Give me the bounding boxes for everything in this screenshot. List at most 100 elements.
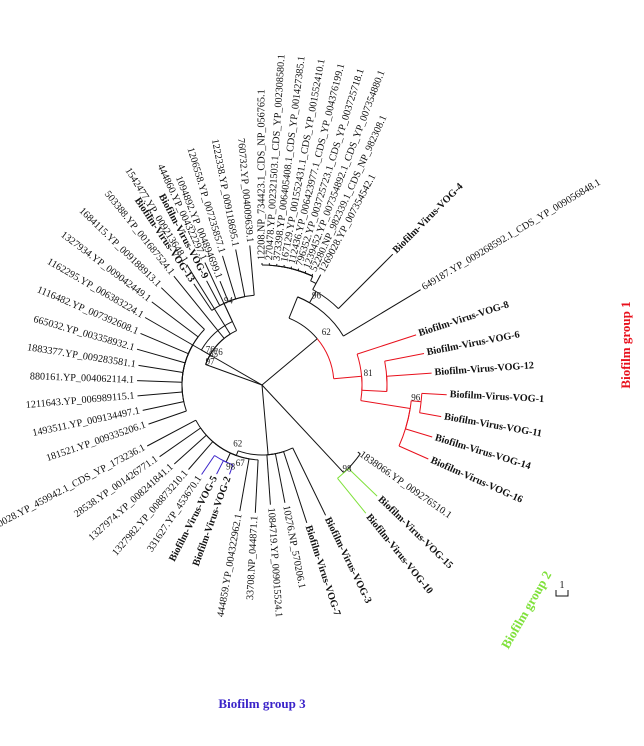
branch-n1 bbox=[261, 338, 318, 386]
leaf-label: 1084719.YP_009015524.1 bbox=[265, 507, 284, 617]
branch-leaf-29 bbox=[201, 455, 215, 475]
branch-r3-arc bbox=[360, 376, 363, 401]
leaf-label: Biofilm-Virus-VOG-1 bbox=[449, 389, 544, 405]
branch-leaf-12 bbox=[384, 353, 425, 362]
bootstrap-value: 96 bbox=[312, 290, 322, 300]
branch-n2 bbox=[288, 296, 299, 319]
branch-c6 bbox=[205, 364, 263, 386]
branch-leaf-13 bbox=[386, 372, 432, 377]
branch-r4 bbox=[411, 400, 422, 403]
branch-leaf-21-arc bbox=[268, 447, 293, 456]
branch-leaf-36 bbox=[137, 391, 183, 397]
branch-leaf-10 bbox=[343, 289, 421, 337]
branch-leaf-28 bbox=[216, 460, 224, 475]
bootstrap-value: 98 bbox=[343, 463, 353, 473]
leaf-label: 880161.YP_004062114.1 bbox=[30, 371, 135, 386]
branch-n4 bbox=[312, 283, 317, 290]
branch-leaf-17-arc bbox=[398, 408, 411, 447]
branch-n4-arc bbox=[312, 289, 317, 292]
branch-r1-arc bbox=[316, 338, 335, 379]
branch-leaf-43-arc bbox=[192, 329, 205, 346]
branch-leaf-29-arc bbox=[214, 455, 227, 463]
branch-c4-arc bbox=[237, 450, 269, 456]
leaf-label: 1211643.YP_006989115.1 bbox=[25, 391, 135, 411]
branch-leaf-7 bbox=[311, 273, 314, 277]
branch-leaf-27-arc bbox=[225, 461, 234, 466]
branch-leaf-9-arc bbox=[315, 291, 339, 309]
branch-leaf-46 bbox=[204, 262, 238, 331]
branch-leaf-45 bbox=[186, 264, 231, 335]
bootstrap-value: 67 bbox=[236, 458, 246, 468]
branch-leaf-26 bbox=[239, 458, 250, 512]
branch-c3 bbox=[261, 384, 269, 455]
bootstrap-value: 76 bbox=[214, 347, 224, 357]
branch-n2-arc bbox=[288, 317, 318, 340]
leaf-label: 10276.NP_570206.1 bbox=[280, 505, 307, 590]
branch-leaf-30 bbox=[188, 441, 214, 470]
branch-leaf-23-arc bbox=[268, 453, 276, 456]
branch-c9-arc bbox=[200, 321, 233, 351]
leaf-labels: 12208.NP_734423.1_CDS_NP_056765.1270478.… bbox=[0, 54, 603, 618]
branch-leaf-27 bbox=[229, 464, 234, 475]
branch-leaf-10-arc bbox=[297, 296, 344, 337]
branch-leaf-5 bbox=[297, 268, 300, 271]
branch-leaf-24 bbox=[266, 454, 271, 505]
branch-leaf-35 bbox=[142, 401, 184, 411]
branch-leaf-6-arc bbox=[304, 272, 313, 277]
leaf-label: 33708.NP_044871.1 bbox=[245, 516, 260, 601]
branch-n3 bbox=[309, 291, 317, 303]
branch-leaf-48 bbox=[206, 280, 221, 306]
branch-leaf-19-arc bbox=[343, 468, 349, 474]
leaf-label: Biofilm-Virus-VOG-4 bbox=[391, 181, 466, 256]
bootstrap-value: 62 bbox=[233, 439, 242, 449]
branch-leaf-40-arc bbox=[187, 344, 194, 354]
branch-leaf-43 bbox=[160, 287, 205, 330]
branch-leaf-34 bbox=[148, 410, 187, 425]
branch-c5 bbox=[225, 452, 231, 463]
group-label-3: Biofilm group 3 bbox=[218, 696, 306, 711]
branch-leaf-31 bbox=[173, 434, 207, 465]
branch-leaf-20 bbox=[337, 477, 367, 514]
leaf-label: Biofilm-Virus-VOG-6 bbox=[426, 329, 521, 358]
branch-n5 bbox=[310, 275, 314, 282]
branch-leaf-23 bbox=[274, 453, 286, 503]
branch-leaf-8 bbox=[315, 274, 322, 284]
branch-leaf-46-arc bbox=[205, 330, 237, 365]
scale-bar: 1 bbox=[555, 580, 569, 597]
branch-leaf-18 bbox=[357, 451, 361, 455]
branch-leaf-15 bbox=[419, 412, 442, 418]
branch-r3 bbox=[360, 400, 411, 409]
branch-leaf-52 bbox=[249, 245, 255, 296]
branch-leaf-15-arc bbox=[419, 401, 422, 413]
branch-leaf-32-arc bbox=[200, 427, 237, 456]
branch-r2 bbox=[361, 389, 387, 392]
branch-leaf-33 bbox=[146, 419, 197, 447]
branch-leaf-51 bbox=[235, 249, 246, 297]
branch-leaf-31-arc bbox=[205, 434, 237, 456]
leaf-label: 290028.YP_459942.1_CDS_YP_173236.1 bbox=[0, 442, 147, 534]
branch-leaf-25 bbox=[254, 459, 259, 513]
branch-leaf-19 bbox=[347, 468, 378, 497]
scale-bar-label: 1 bbox=[560, 580, 565, 591]
bootstrap-value: 94 bbox=[224, 295, 234, 305]
branch-leaf-38-arc bbox=[182, 344, 194, 373]
branch-leaf-52-arc bbox=[223, 294, 255, 304]
branch-leaf-14-arc bbox=[420, 393, 423, 402]
branch-leaf-40 bbox=[140, 332, 189, 355]
branch-leaf-39 bbox=[136, 348, 186, 364]
branch-c4 bbox=[235, 450, 239, 456]
branch-leaf-48-arc bbox=[219, 302, 225, 306]
branch-leaf-49 bbox=[219, 281, 229, 302]
branch-leaf-21 bbox=[292, 447, 327, 516]
bootstrap-value: 98 bbox=[226, 462, 236, 472]
branch-r4-arc bbox=[409, 400, 412, 409]
branch-leaf-22 bbox=[283, 451, 308, 524]
branch-leaf-32 bbox=[159, 427, 201, 458]
branch-leaf-6 bbox=[304, 270, 307, 274]
bootstrap-value: 96 bbox=[411, 393, 421, 403]
branch-leaf-41 bbox=[144, 317, 193, 346]
branch-leaf-37-arc bbox=[181, 344, 194, 383]
leaf-label: Biofilm-Virus-VOG-12 bbox=[434, 360, 534, 378]
